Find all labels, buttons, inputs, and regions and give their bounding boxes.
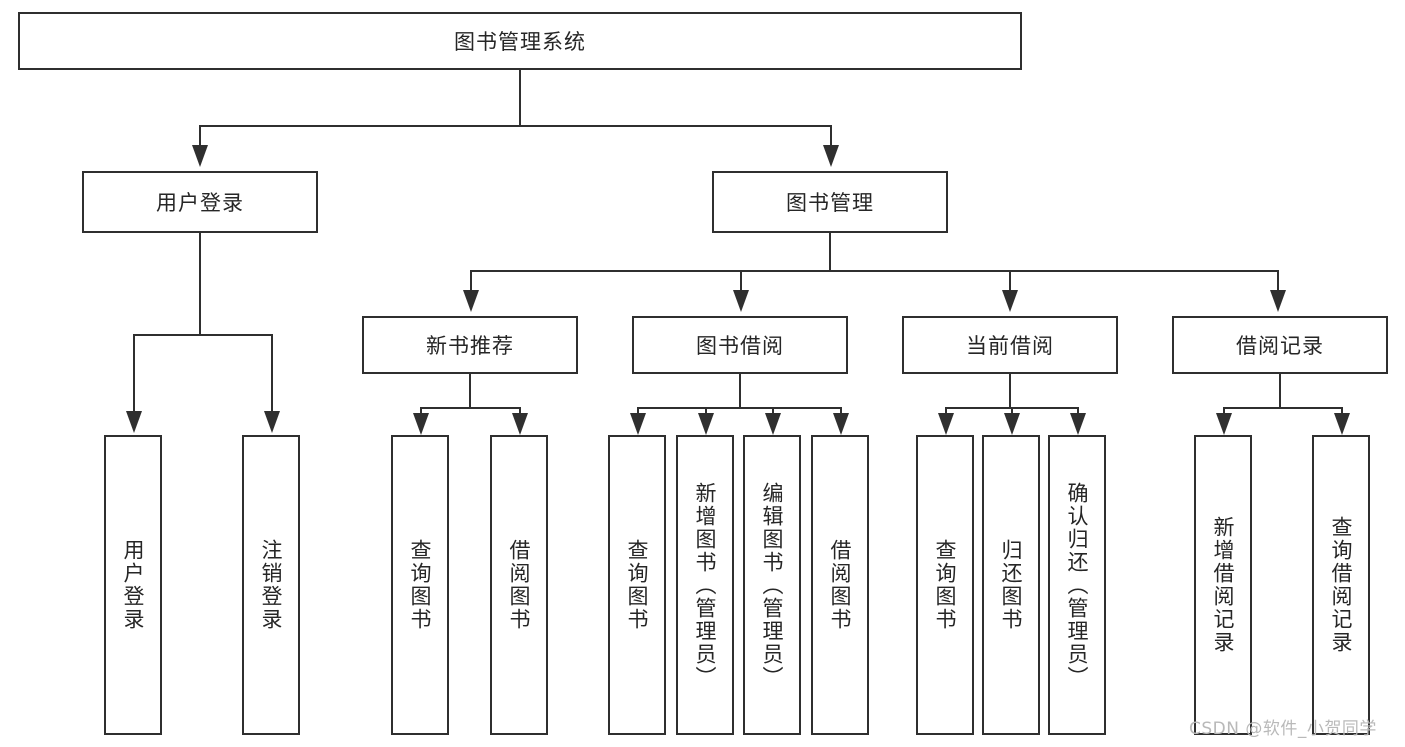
node-book-borrowing: 图书借阅 (632, 316, 848, 374)
node-new-book-recommendation: 新书推荐 (362, 316, 578, 374)
node-label: 用户登录 (121, 539, 146, 631)
leaf-cb-query-book: 查询图书 (916, 435, 974, 735)
arrow-to-new-book-rec (463, 290, 479, 312)
node-label: 新书推荐 (426, 334, 514, 358)
connector-root-bar (199, 125, 831, 127)
node-label: 借阅图书 (507, 539, 532, 631)
connector-nbr-drop-1 (420, 407, 422, 415)
arrow-to-br-add-record (1216, 413, 1232, 435)
node-current-borrowing: 当前借阅 (902, 316, 1118, 374)
connector-bm-drop-2 (740, 270, 742, 292)
node-label: 用户登录 (156, 191, 244, 215)
leaf-cb-confirm-return: 确认归还（管理员） (1048, 435, 1106, 735)
arrow-to-nbr-borrow-book (512, 413, 528, 435)
arrow-to-book-borrow (733, 290, 749, 312)
node-label: 当前借阅 (966, 334, 1054, 358)
node-label: 图书管理 (786, 191, 874, 215)
node-label: 归还图书 (999, 539, 1024, 631)
connector-root-stem (519, 70, 521, 126)
node-user-login: 用户登录 (82, 171, 318, 233)
arrow-to-borrow-record (1270, 290, 1286, 312)
node-label: 查询图书 (625, 539, 650, 631)
arrow-to-cb-return-book (1004, 413, 1020, 435)
arrow-to-bb-query-book (630, 413, 646, 435)
connector-br-drop-1 (1223, 407, 1225, 415)
arrow-to-cb-query-book (938, 413, 954, 435)
connector-bb-drop-4 (840, 407, 842, 415)
leaf-nbr-borrow-book: 借阅图书 (490, 435, 548, 735)
connector-bm-drop-4 (1277, 270, 1279, 292)
arrow-to-leaf-logout-login (264, 411, 280, 433)
connector-user-login-drop-1 (133, 334, 135, 413)
connector-user-login-drop-2 (271, 334, 273, 413)
node-label: 查询图书 (933, 539, 958, 631)
leaf-user-login: 用户登录 (104, 435, 162, 735)
connector-br-drop-2 (1341, 407, 1343, 415)
connector-br-stem (1279, 374, 1281, 408)
connector-bb-bar (637, 407, 841, 409)
connector-bb-drop-1 (637, 407, 639, 415)
leaf-bb-edit-book: 编辑图书（管理员） (743, 435, 801, 735)
node-label: 查询图书 (408, 539, 433, 631)
arrow-to-current-borrow (1002, 290, 1018, 312)
leaf-br-query-record: 查询借阅记录 (1312, 435, 1370, 735)
connector-nbr-drop-2 (519, 407, 521, 415)
watermark: CSDN @软件_小贺同学 (1189, 719, 1377, 739)
node-label: 注销登录 (259, 539, 284, 631)
connector-bb-drop-3 (772, 407, 774, 415)
connector-user-login-bar (133, 334, 272, 336)
connector-bm-drop-1 (470, 270, 472, 292)
arrow-to-book-management (823, 145, 839, 167)
connector-user-login-stem (199, 233, 201, 335)
connector-br-bar (1223, 407, 1343, 409)
leaf-bb-query-book: 查询图书 (608, 435, 666, 735)
node-label: 借阅图书 (828, 539, 853, 631)
node-book-management: 图书管理 (712, 171, 948, 233)
leaf-br-add-record: 新增借阅记录 (1194, 435, 1252, 735)
connector-nbr-stem (469, 374, 471, 408)
arrow-to-bb-edit-book (765, 413, 781, 435)
connector-cb-drop-2 (1011, 407, 1013, 415)
connector-bm-drop-3 (1009, 270, 1011, 292)
connector-book-management-bar (470, 270, 1279, 272)
arrow-to-br-query-record (1334, 413, 1350, 435)
arrow-to-user-login (192, 145, 208, 167)
node-borrowing-record: 借阅记录 (1172, 316, 1388, 374)
node-label: 新增借阅记录 (1211, 516, 1236, 654)
connector-cb-drop-1 (945, 407, 947, 415)
connector-book-management-stem (829, 233, 831, 271)
node-label: 查询借阅记录 (1329, 516, 1354, 654)
arrow-to-leaf-user-login (126, 411, 142, 433)
leaf-bb-borrow-book: 借阅图书 (811, 435, 869, 735)
connector-root-right-drop (830, 125, 832, 147)
leaf-logout-login: 注销登录 (242, 435, 300, 735)
arrow-to-bb-borrow-book (833, 413, 849, 435)
leaf-nbr-query-book: 查询图书 (391, 435, 449, 735)
arrow-to-bb-add-book (698, 413, 714, 435)
node-label: 新增图书（管理员） (693, 481, 718, 689)
connector-bb-stem (739, 374, 741, 408)
node-root-book-management-system: 图书管理系统 (18, 12, 1022, 70)
node-label: 确认归还（管理员） (1065, 481, 1090, 689)
connector-cb-stem (1009, 374, 1011, 408)
arrow-to-nbr-query-book (413, 413, 429, 435)
connector-cb-drop-3 (1077, 407, 1079, 415)
arrow-to-cb-confirm-return (1070, 413, 1086, 435)
connector-bb-drop-2 (705, 407, 707, 415)
node-label: 借阅记录 (1236, 334, 1324, 358)
leaf-bb-add-book: 新增图书（管理员） (676, 435, 734, 735)
node-label: 编辑图书（管理员） (760, 481, 785, 689)
node-label: 图书借阅 (696, 334, 784, 358)
connector-root-left-drop (199, 125, 201, 147)
leaf-cb-return-book: 归还图书 (982, 435, 1040, 735)
node-label: 图书管理系统 (454, 30, 586, 54)
connector-nbr-bar (420, 407, 520, 409)
